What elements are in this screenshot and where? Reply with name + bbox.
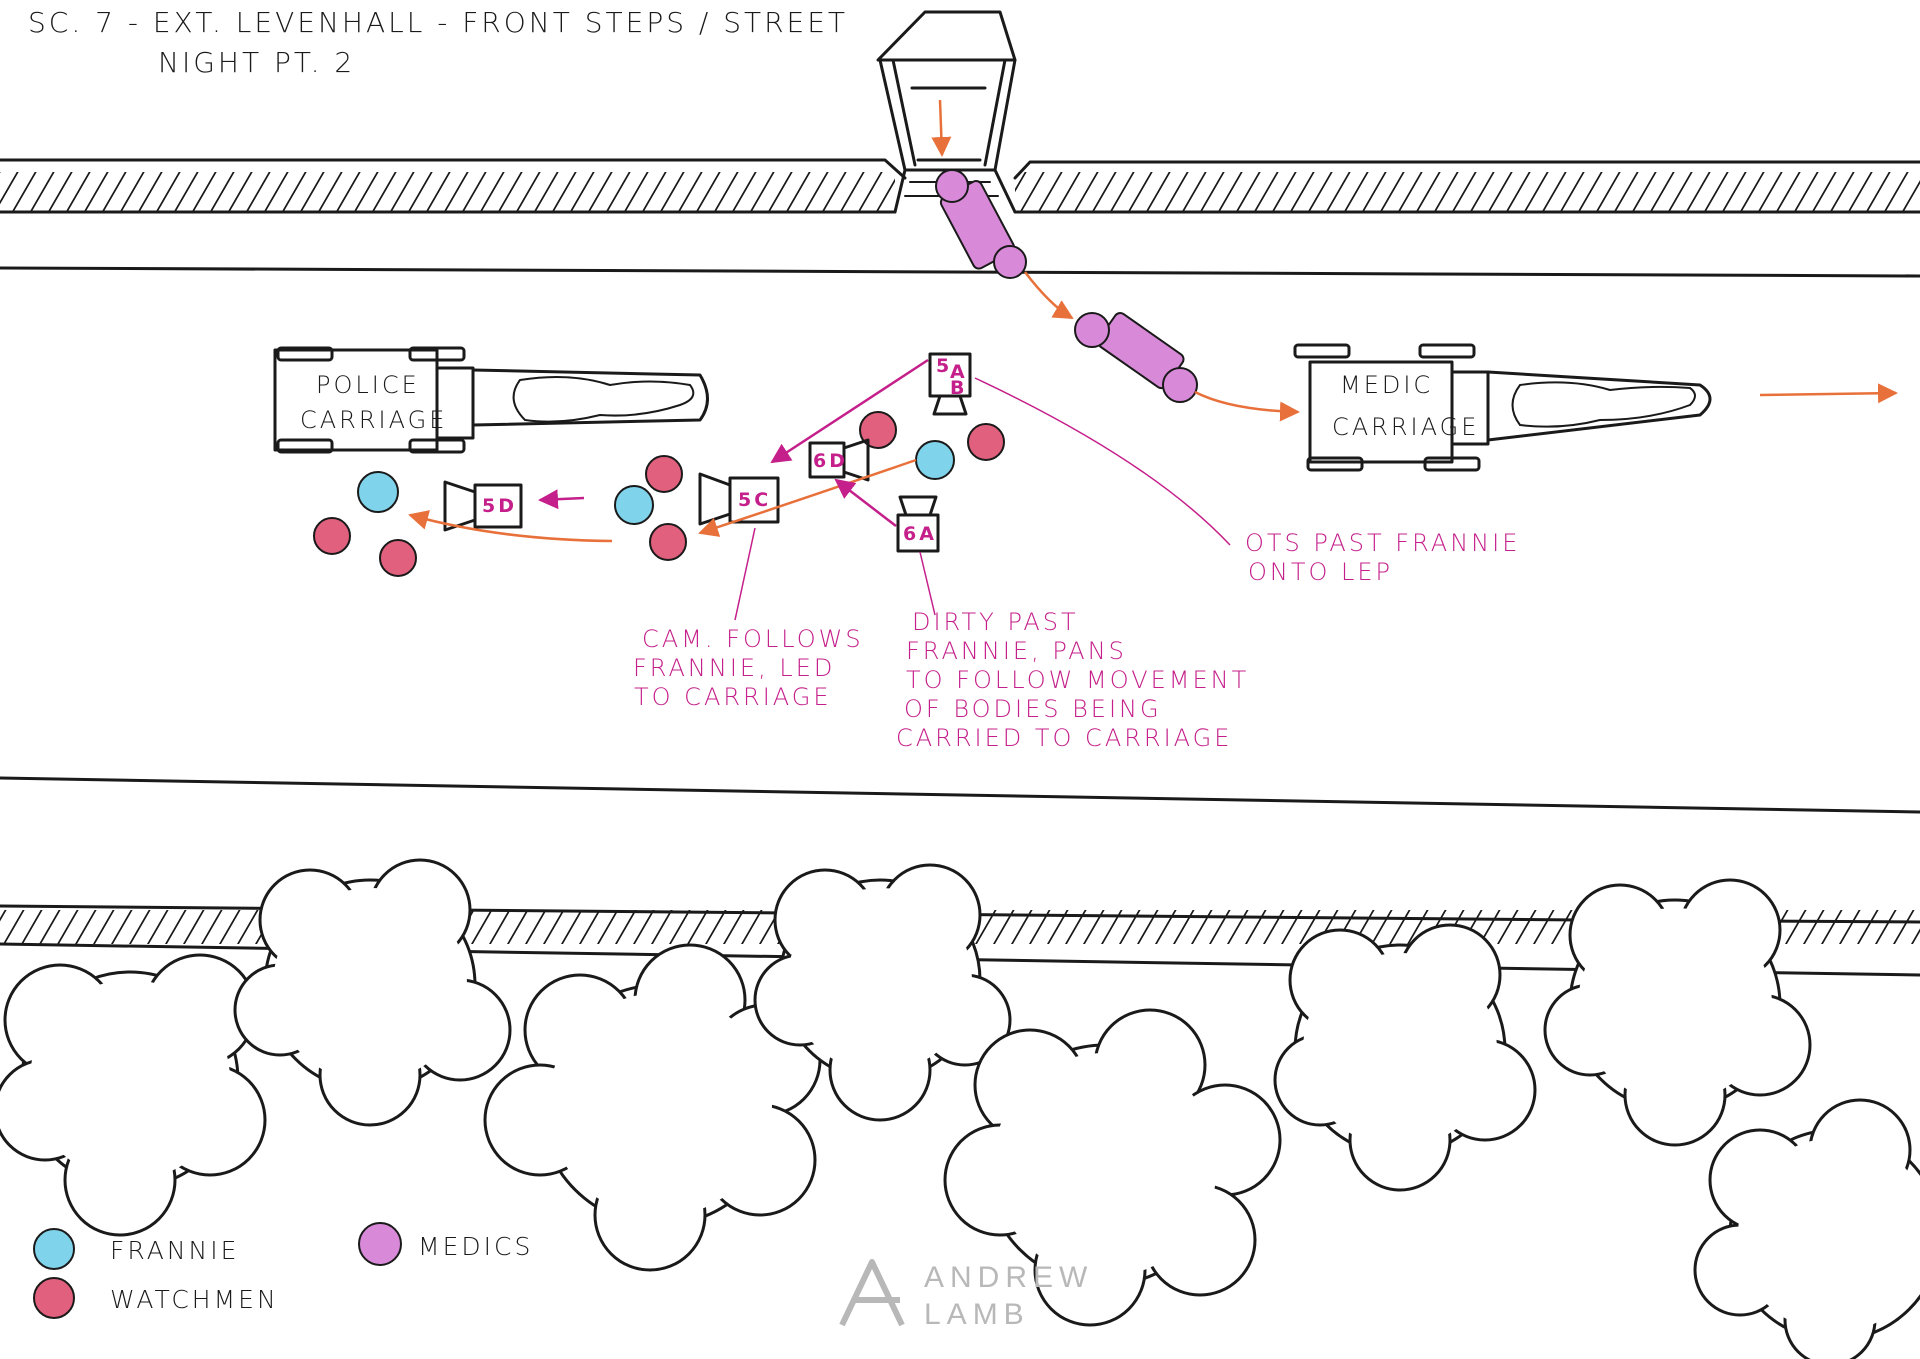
characters (313, 411, 1005, 577)
medic-carriage: MEDIC CARRIAGE (1293, 343, 1712, 472)
camera-direction-lines (538, 358, 929, 527)
camera-6d: 6D (808, 438, 870, 482)
bush (0, 953, 267, 1237)
legend-medics-swatch (358, 1222, 402, 1266)
medics-stretcher-1 (935, 169, 1027, 279)
legend-medics-label: MEDICS (418, 1232, 533, 1261)
camera-5d: 5D (443, 480, 523, 532)
bush (753, 863, 1012, 1122)
camera-6d-label: 6D (813, 450, 848, 472)
legend-frannie-swatch (33, 1228, 75, 1270)
note-ots-line-1: OTS PAST FRANNIE (1245, 529, 1520, 557)
street-edge-bottom (0, 776, 1920, 814)
camera-5ab-bottom: B (950, 377, 967, 399)
note-ots-line-2: ONTO LEP (1248, 558, 1393, 586)
note-dirty-line-5: CARRIED TO CARRIAGE (896, 724, 1232, 752)
medic-carriage-label-2: CARRIAGE (1332, 413, 1479, 441)
police-carriage: POLICE CARRIAGE (273, 346, 709, 454)
front-wall (0, 158, 1920, 214)
camera-6a: 6A (896, 495, 940, 553)
note-leader-lines (734, 377, 1231, 621)
frannie-figure (915, 440, 955, 480)
camera-5ab-mid: A (950, 361, 968, 383)
note-dirty-line-3: TO FOLLOW MOVEMENT (906, 666, 1249, 694)
medic-carriage-label-1: MEDIC (1340, 371, 1433, 399)
watermark-line-1: ANDREW (924, 1261, 1093, 1294)
camera-5d-label: 5D (482, 495, 517, 517)
note-cam-follows-line-2: FRANNIE, LED (633, 654, 835, 682)
note-dirty-line-2: FRANNIE, PANS (906, 637, 1127, 665)
bush (943, 1008, 1282, 1327)
camera-5ab-top: 5 (936, 355, 952, 377)
watchman-figure (967, 423, 1005, 461)
legend-watchmen: WATCHMEN (33, 1277, 279, 1319)
camera-5c-label: 5C (738, 489, 771, 511)
police-carriage-label-2: CARRIAGE (300, 406, 447, 434)
watchman-figure (379, 539, 417, 577)
watchman-figure (649, 523, 687, 561)
legend-frannie: FRANNIE (33, 1228, 239, 1270)
note-cam-follows: CAM. FOLLOWS FRANNIE, LED TO CARRIAGE (633, 625, 864, 711)
note-dirty-line-1: DIRTY PAST (912, 608, 1079, 636)
frannie-figure (614, 485, 654, 525)
watchman-figure (859, 411, 897, 449)
front-door-portico (876, 10, 1017, 214)
note-cam-follows-line-3: TO CARRIAGE (634, 683, 832, 711)
police-carriage-label-1: POLICE (316, 371, 420, 399)
watermark-line-2: LAMB (924, 1298, 1030, 1331)
note-dirty: DIRTY PAST FRANNIE, PANS TO FOLLOW MOVEM… (896, 608, 1249, 752)
watchman-figure (313, 517, 351, 555)
bush (1543, 878, 1812, 1147)
movement-arrows (408, 99, 1898, 543)
watermark-logo: ANDREW LAMB (839, 1259, 1093, 1331)
bush (1693, 1098, 1920, 1359)
note-dirty-line-4: OF BODIES BEING (904, 695, 1162, 723)
note-ots: OTS PAST FRANNIE ONTO LEP (1245, 529, 1520, 586)
frannie-figure (357, 471, 399, 513)
camera-5c: 5C (698, 472, 780, 526)
scene-title: SC. 7 - EXT. LEVENHALL - FRONT STEPS / S… (28, 6, 848, 39)
legend-watchmen-swatch (33, 1277, 75, 1319)
camera-5ab: 5 A B (928, 352, 972, 416)
camera-6a-label: 6A (903, 523, 937, 545)
street-edge-top (0, 266, 1920, 278)
bushes (0, 858, 1920, 1359)
legend: FRANNIE WATCHMEN MEDICS (33, 1222, 533, 1319)
legend-medics: MEDICS (358, 1222, 533, 1266)
medics-stretcher-2 (1074, 312, 1198, 403)
bush (483, 943, 822, 1272)
legend-watchmen-label: WATCHMEN (110, 1285, 279, 1314)
note-cam-follows-line-1: CAM. FOLLOWS (642, 625, 864, 653)
scene-subtitle: NIGHT PT. 2 (158, 46, 355, 79)
bush (1273, 923, 1537, 1192)
bush (233, 858, 512, 1127)
watchman-figure (645, 455, 683, 493)
legend-frannie-label: FRANNIE (110, 1236, 239, 1265)
